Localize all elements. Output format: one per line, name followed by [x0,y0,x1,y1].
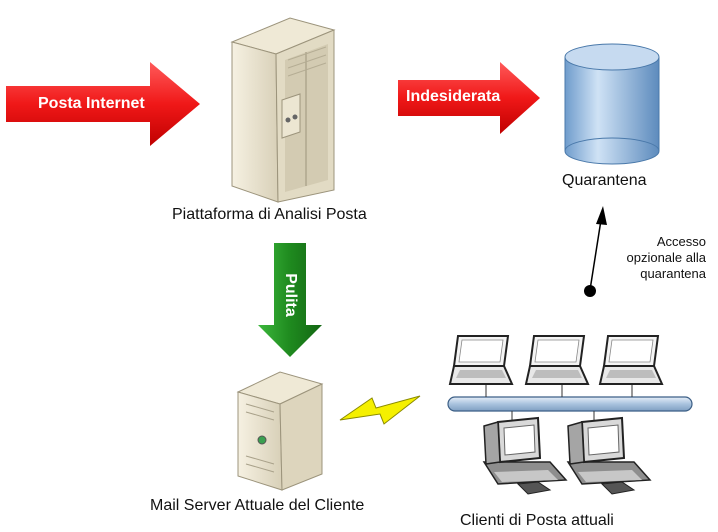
optional-access-note-line2: opzionale alla [626,250,706,265]
mail-clients-label: Clienti di Posta attuali [460,512,614,529]
client-desktop-icon [566,416,652,495]
clean-arrow [258,243,322,357]
analysis-platform-label: Piattaforma di Analisi Posta [172,206,367,223]
client-laptop-icon [448,335,514,385]
clean-arrow-label: Pulita [282,273,299,317]
client-desktop-icon [482,416,568,495]
internet-mail-arrow [6,62,200,146]
network-bus [447,383,693,420]
mail-server-label: Mail Server Attuale del Cliente [150,497,365,514]
analysis-platform-server-icon [230,17,336,203]
unwanted-arrow [398,62,540,134]
optional-access-note: Accesso opzionale alla quarantena [596,234,706,282]
quarantine-database-icon [564,43,660,165]
client-laptop-icon [598,335,664,385]
client-laptop-icon [524,335,590,385]
unwanted-arrow-label: Indesiderata [406,88,501,105]
connection-lightning-icon [339,395,421,425]
optional-access-note-line3: quarantena [640,266,706,281]
internet-mail-arrow-label: Posta Internet [38,95,145,112]
optional-access-note-line1: Accesso [656,234,706,249]
quarantine-label: Quarantena [562,172,647,189]
optional-access-connector [584,206,607,297]
mail-server-icon [236,371,324,491]
